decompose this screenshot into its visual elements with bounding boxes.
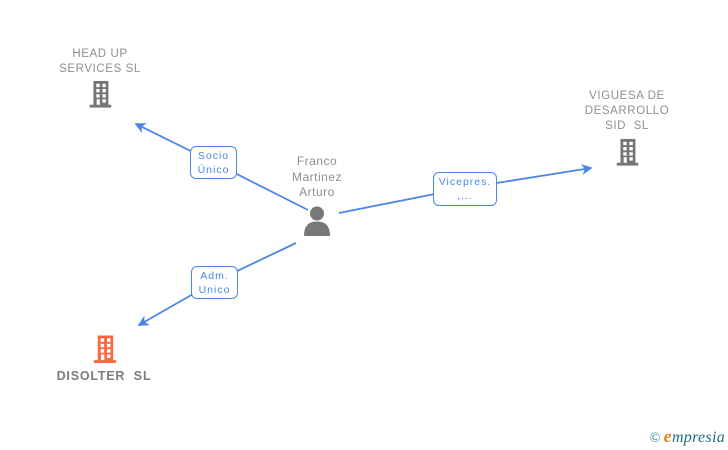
person-node-franco-martinez[interactable]: Franco Martinez Arturo <box>277 154 357 237</box>
company-node-disolter[interactable]: DISOLTER SL <box>34 334 174 384</box>
building-icon <box>86 80 114 109</box>
person-name: Franco Martinez Arturo <box>291 154 342 199</box>
company-node-viguesa-de-desarrollo[interactable]: VIGUESA DE DESARROLLO SID SL <box>562 89 692 167</box>
company-name: HEAD UP SERVICES SL <box>59 48 141 75</box>
copyright-icon: © <box>649 431 661 446</box>
building-icon <box>90 334 119 365</box>
brand-initial: e <box>663 426 672 446</box>
edge-label-vicepres[interactable]: Vicepres. ,... <box>433 172 497 206</box>
company-node-head-up-services[interactable]: HEAD UP SERVICES SL <box>30 47 170 109</box>
edge-label-adm-unico[interactable]: Adm. Unico <box>191 266 238 299</box>
empresia-logo: ©empresia <box>650 426 725 447</box>
brand-name: mpresia <box>671 429 725 446</box>
company-name: DISOLTER SL <box>56 369 152 383</box>
edge-label-socio-unico[interactable]: Socio Único <box>190 146 237 179</box>
building-icon <box>613 138 641 167</box>
person-icon <box>301 206 333 237</box>
company-name: VIGUESA DE DESARROLLO SID SL <box>584 90 670 132</box>
